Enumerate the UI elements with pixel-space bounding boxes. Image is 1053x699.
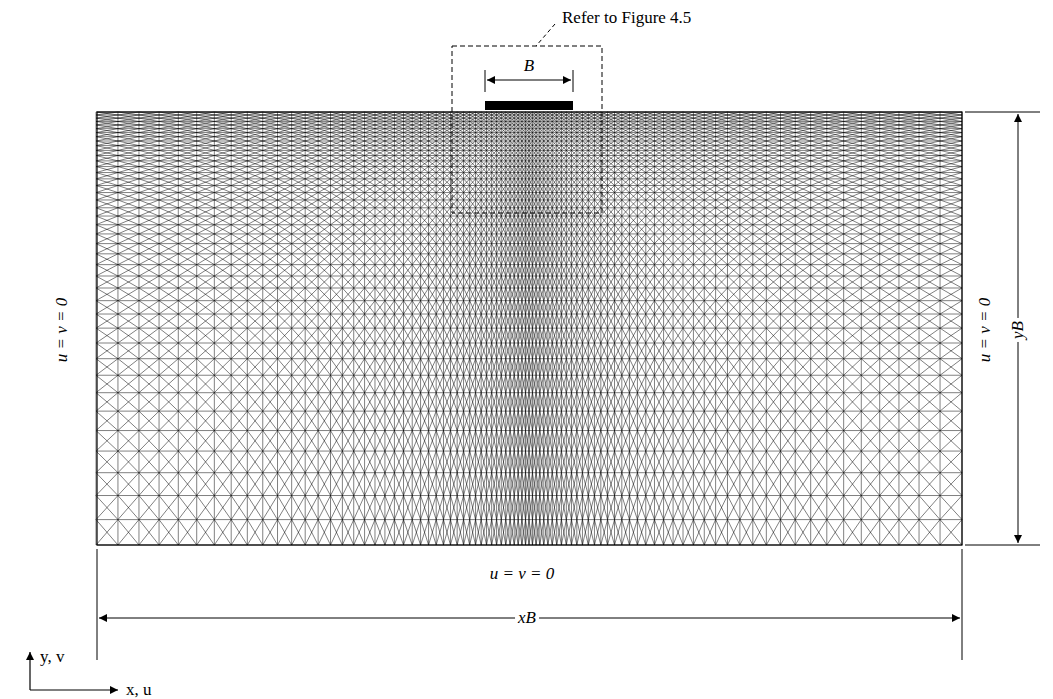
dimension-line [487, 80, 571, 81]
axis-label: y, v [40, 648, 64, 667]
finite-element-mesh [96, 112, 962, 545]
mesh-lines [96, 112, 962, 545]
dimension-tick [965, 112, 1040, 113]
footing [485, 101, 573, 110]
dimension-tick [573, 70, 574, 92]
boundary-condition: u = v = 0 [53, 298, 72, 363]
axis-arrow [29, 652, 30, 690]
dimension-tick [962, 549, 963, 660]
axis-label: x, u [126, 681, 152, 699]
boundary-condition: u = v = 0 [976, 298, 995, 363]
figure-reference: Refer to Figure 4.5 [562, 9, 691, 28]
mesh-boundary [97, 112, 962, 545]
dimension-label: yB [1008, 318, 1029, 342]
dimension-label: xB [515, 608, 539, 629]
detail-box [452, 46, 602, 213]
dimension-tick [965, 545, 1040, 546]
leader-line [536, 24, 555, 46]
dimension-tick [97, 549, 98, 660]
axis-arrow [30, 689, 118, 690]
dimension-tick [485, 70, 486, 92]
boundary-condition: u = v = 0 [490, 565, 555, 584]
dimension-label: B [524, 57, 534, 76]
